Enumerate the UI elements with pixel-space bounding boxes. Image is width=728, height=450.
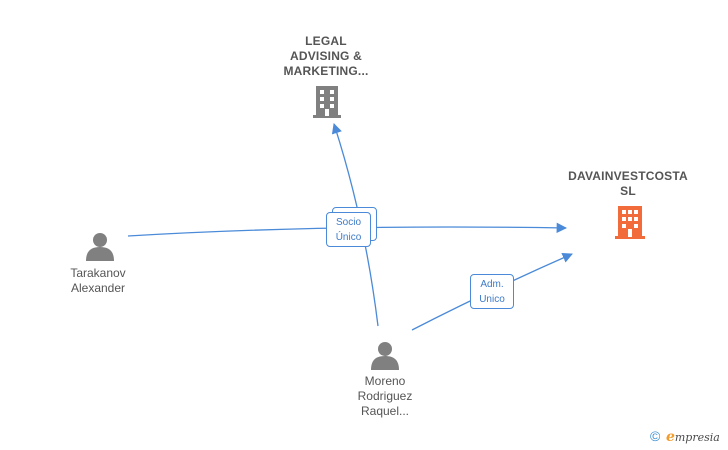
person-icon [86,233,114,261]
node-label-moreno[interactable]: Moreno Rodriguez Raquel... [335,374,435,419]
brand-logo-text: mpresia [674,431,720,444]
person-icon [371,342,399,370]
edge-label-line: Único [335,232,362,243]
node-label-line: ADVISING & [289,49,362,63]
node-label-davainvestcosta[interactable]: DAVAINVESTCOSTA SL [560,169,696,199]
node-label-line: SL [620,184,636,198]
edge-label-socio-unico[interactable]: Socio Único [326,212,371,247]
node-label-line: LEGAL [305,34,347,48]
brand-footer[interactable]: © empresia [650,428,720,445]
edge-label-adm-unico[interactable]: Adm. Unico [470,274,514,309]
edge-label-line: Adm. [480,279,504,290]
building-icon [313,86,341,118]
edge-label-line: Unico [479,294,505,305]
edge-label-line: Socio [335,217,361,228]
node-label-line: DAVAINVESTCOSTA [568,169,688,183]
node-label-line: Tarakanov [70,266,126,280]
node-label-line: MARKETING... [283,64,369,78]
copyright-icon: © [650,428,661,444]
node-label-line: Alexander [70,281,126,295]
node-label-legal-advising[interactable]: LEGAL ADVISING & MARKETING... [270,34,382,79]
building-icon [615,206,645,239]
node-label-line: Raquel... [360,404,410,418]
node-label-line: Moreno [364,374,406,388]
node-label-line: Rodriguez [357,389,413,403]
brand-logo-initial: e [665,429,675,445]
node-label-tarakanov[interactable]: Tarakanov Alexander [48,266,148,296]
